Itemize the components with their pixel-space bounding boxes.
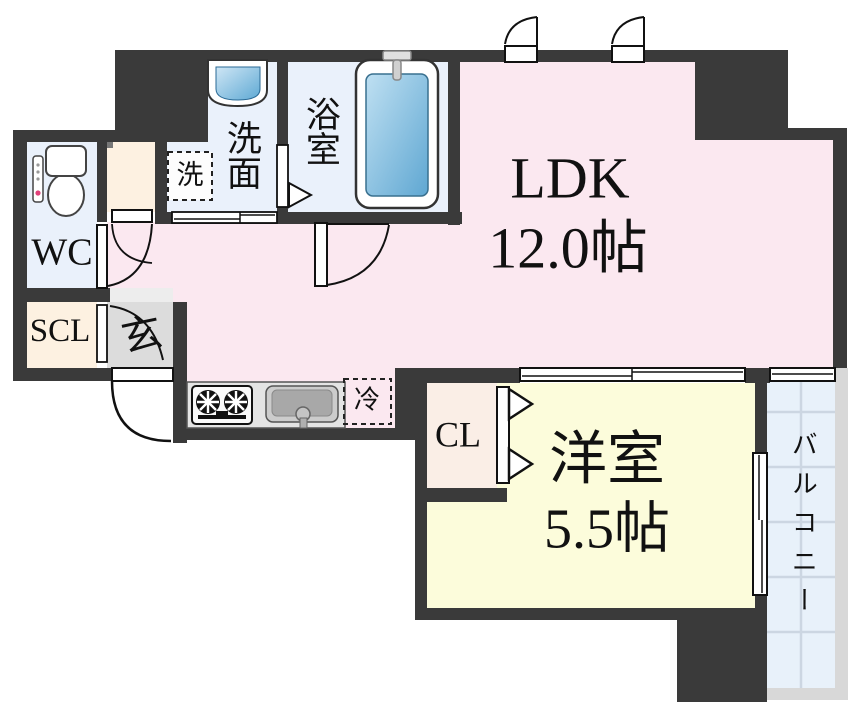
top-hinged-window-icon xyxy=(504,16,538,63)
doors xyxy=(96,144,746,484)
washroom-sliding-door-icon xyxy=(171,211,278,224)
entrance-label: 玄 xyxy=(117,308,167,362)
scl-floor xyxy=(27,302,97,368)
washroom-label: 洗面 xyxy=(221,120,261,190)
refrigerator-label: 冷 xyxy=(353,385,381,415)
western-room-size-label: 5.5帖 xyxy=(544,498,670,561)
kitchen-counter xyxy=(186,381,346,429)
balcony-frame xyxy=(835,368,848,700)
bathroom-folding-door-icon xyxy=(276,144,314,209)
western-room-window-icon xyxy=(752,452,768,596)
toilet-icon xyxy=(32,145,87,217)
closet-folding-door-icon xyxy=(496,386,535,484)
windows xyxy=(504,16,836,596)
western-room-label: 洋室 xyxy=(548,426,666,492)
ldk-size-label: 12.0帖 xyxy=(488,215,648,281)
closet-label: CL xyxy=(434,414,482,455)
ldk-hinged-door-icon xyxy=(314,222,390,287)
entrance-inner-door-icon xyxy=(96,304,164,363)
scl-label: SCL xyxy=(29,313,91,350)
bathtub-icon xyxy=(354,50,440,210)
closet-floor xyxy=(427,383,497,488)
stove-icon xyxy=(191,385,253,425)
ldk-label: LDK xyxy=(510,145,630,211)
entrance-door-icon xyxy=(110,367,174,443)
balcony-label: バルコニー xyxy=(788,430,818,626)
washing-machine-label: 洗 xyxy=(176,160,204,191)
bathroom-label: 浴室 xyxy=(300,96,340,166)
ldk-western-sliding-door-icon xyxy=(519,367,746,382)
kitchen-sink-icon xyxy=(265,385,339,429)
balcony-frame xyxy=(767,688,848,700)
washbasin-icon xyxy=(207,59,268,108)
balcony-window-icon xyxy=(769,367,836,382)
balcony-area xyxy=(767,368,848,700)
ldk-floor xyxy=(460,62,695,142)
wc-label: WC xyxy=(31,231,93,274)
corridor-door-icon xyxy=(96,209,153,289)
top-hinged-window-icon xyxy=(611,16,645,63)
ldk-floor xyxy=(460,140,833,368)
hall-nook-floor xyxy=(107,142,155,212)
washing-machine-area xyxy=(167,151,213,201)
balcony-tile-grid xyxy=(767,382,835,688)
entrance-step xyxy=(107,288,173,302)
